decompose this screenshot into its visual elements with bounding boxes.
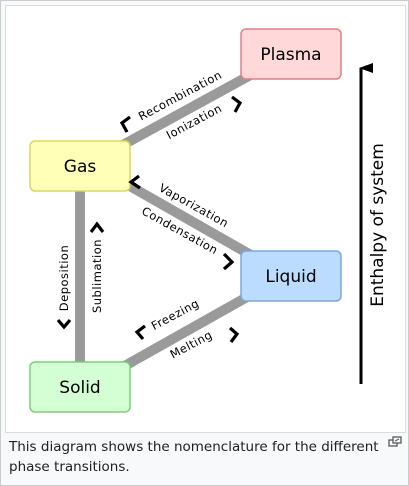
recombination-chevron-icon <box>119 115 131 133</box>
enthalpy-axis-label: Enthalpy of system <box>368 143 388 307</box>
plasma-label: Plasma <box>260 45 321 65</box>
diagram-image[interactable]: Plasma Gas Liquid Solid Recombination Io… <box>5 5 406 433</box>
magnify-icon[interactable] <box>388 435 402 449</box>
sublimation-chevron-icon <box>89 221 105 233</box>
liquid-box <box>240 250 342 302</box>
gas-label: Gas <box>64 157 97 177</box>
condensation-chevron-icon <box>222 252 235 271</box>
figure-caption: This diagram shows the nomenclature for … <box>9 439 379 475</box>
sublimation-label: Sublimation <box>90 239 104 313</box>
deposition-chevron-icon <box>56 318 72 330</box>
deposition-label: Deposition <box>57 245 71 311</box>
freezing-chevron-icon <box>134 324 146 341</box>
connector-liquid-solid <box>118 287 259 373</box>
liquid-label: Liquid <box>265 267 316 287</box>
gas-box <box>29 140 131 192</box>
ionization-chevron-icon <box>231 95 243 113</box>
connector-gas-liquid <box>118 176 259 263</box>
vaporization-chevron-icon <box>128 174 141 190</box>
solid-box <box>29 361 131 413</box>
melting-chevron-icon <box>228 326 240 343</box>
solid-label: Solid <box>59 378 100 398</box>
connector-plasma-gas <box>118 67 259 151</box>
phase-transition-diagram: Plasma Gas Liquid Solid Recombination Io… <box>29 28 388 413</box>
plasma-box <box>240 28 342 80</box>
